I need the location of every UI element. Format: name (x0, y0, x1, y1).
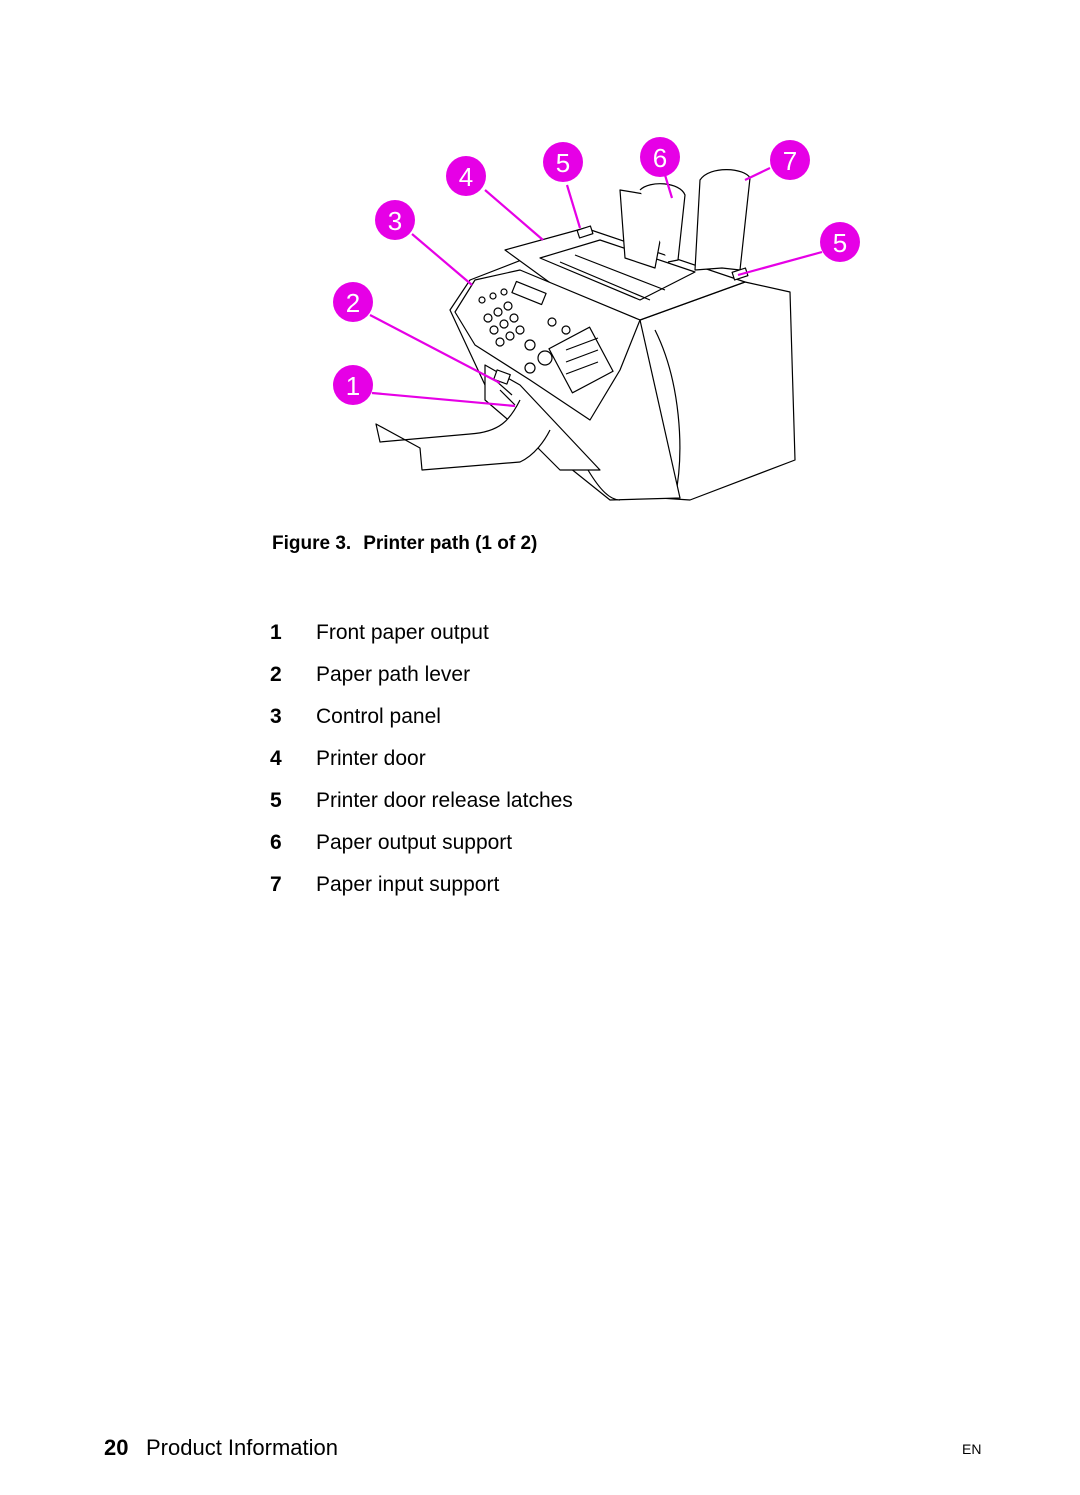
callout-3: 3 (375, 200, 415, 240)
legend-item: 4 Printer door (270, 738, 573, 780)
callout-5-top-label: 5 (556, 148, 570, 178)
figure-legend: 1 Front paper output 2 Paper path lever 3 C… (270, 612, 573, 906)
callout-5-right: 5 (820, 222, 860, 262)
callout-7: 7 (770, 140, 810, 180)
legend-number: 1 (270, 621, 282, 644)
legend-label: Printer door release latches (316, 789, 573, 812)
legend-label: Paper output support (316, 831, 513, 854)
callout-7-label: 7 (783, 146, 797, 176)
legend-number: 2 (270, 663, 282, 686)
language-code: EN (962, 1441, 982, 1457)
legend-label: Control panel (316, 705, 441, 728)
legend-label: Front paper output (316, 621, 489, 644)
callout-4: 4 (446, 156, 486, 196)
callout-5-top: 5 (543, 142, 583, 182)
legend-number: 6 (270, 831, 282, 854)
section-title: Product Information (146, 1435, 338, 1460)
legend-item: 2 Paper path lever (270, 654, 573, 696)
callout-3-label: 3 (388, 206, 402, 236)
legend-item: 7 Paper input support (270, 864, 573, 906)
callout-5-right-label: 5 (833, 228, 847, 258)
callout-1: 1 (333, 365, 373, 405)
legend-number: 4 (270, 747, 282, 770)
legend-item: 6 Paper output support (270, 822, 573, 864)
figure-caption-title: Printer path (1 of 2) (363, 533, 538, 554)
callout-6: 6 (640, 137, 680, 177)
legend-label: Printer door (316, 747, 426, 770)
callout-4-label: 4 (459, 162, 473, 192)
legend-label: Paper path lever (316, 663, 471, 686)
callout-2-label: 2 (346, 288, 360, 318)
legend-item: 1 Front paper output (270, 612, 573, 654)
printer-drawing (375, 169, 796, 501)
page-number: 20 (104, 1435, 129, 1460)
legend-number: 3 (270, 705, 282, 728)
callout-markers: 4 5 6 7 3 5 2 1 (333, 137, 860, 405)
legend-number: 7 (270, 873, 282, 896)
callout-leaders (369, 167, 823, 408)
callout-6-label: 6 (653, 143, 667, 173)
legend-item: 5 Printer door release latches (270, 780, 573, 822)
legend-number: 5 (270, 789, 282, 812)
printer-path-figure: 4 5 6 7 3 5 2 1 (333, 137, 860, 501)
figure-caption: Figure 3. Printer path (1 of 2) (272, 533, 537, 555)
callout-1-label: 1 (346, 371, 360, 401)
legend-label: Paper input support (316, 873, 500, 896)
callout-2: 2 (333, 282, 373, 322)
legend-item: 3 Control panel (270, 696, 573, 738)
figure-caption-prefix: Figure 3. (272, 533, 352, 554)
